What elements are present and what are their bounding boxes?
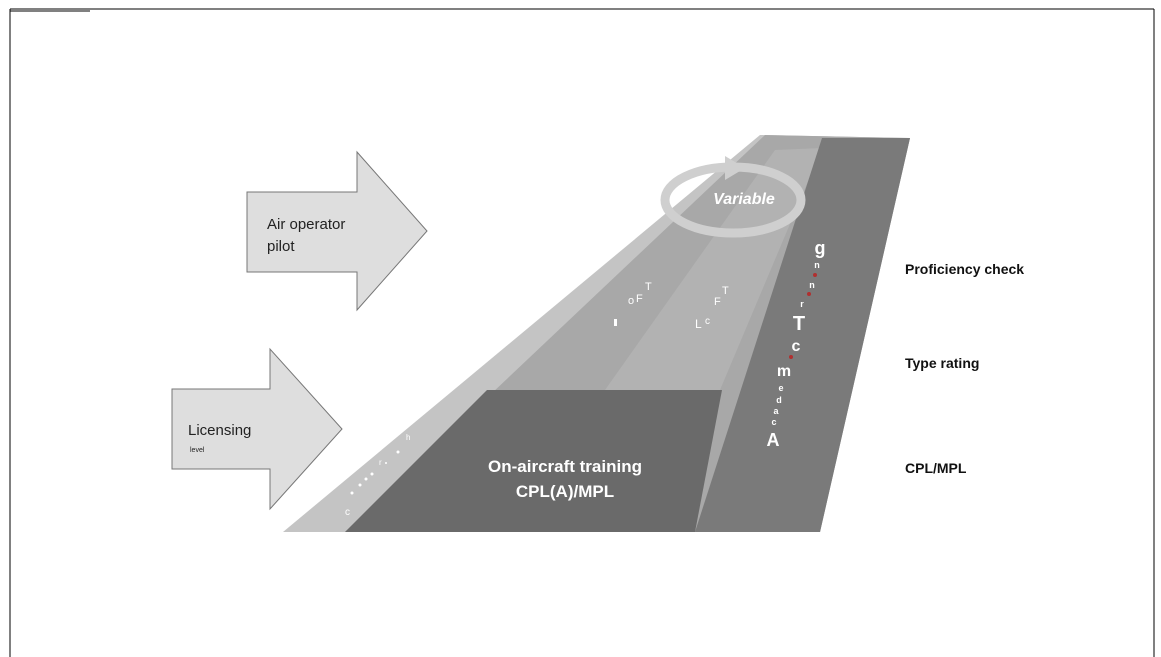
- licensing-sublabel: level: [190, 447, 205, 454]
- band-dot: [813, 273, 817, 277]
- variable-label: Variable: [713, 191, 775, 208]
- tail-upper-stripe: [605, 148, 822, 390]
- band-small-n1: n: [814, 260, 820, 270]
- edge-dot: [350, 491, 354, 495]
- mid-letter-L: L: [695, 317, 702, 331]
- edge-letter-c: c: [345, 507, 350, 518]
- tail-dark-band: [695, 138, 910, 532]
- edge-dot: [396, 450, 400, 454]
- edge-dot: [370, 472, 374, 476]
- mid-letter-c: c: [705, 316, 710, 327]
- band-small-r: r: [800, 299, 804, 309]
- mid-letter-F2: F: [714, 296, 721, 308]
- band-letter-c: c: [792, 338, 801, 355]
- training-label-line2: CPL(A)/MPL: [516, 482, 614, 501]
- air-operator-arrow: [246, 150, 428, 312]
- band-letter-A: A: [767, 430, 780, 450]
- band-dot: [789, 355, 793, 359]
- licensing-arrow: [171, 347, 343, 511]
- band-small-d: d: [776, 395, 782, 405]
- training-label-line1: On-aircraft training: [488, 457, 642, 476]
- band-dot: [807, 292, 811, 296]
- licensing-label: Licensing: [188, 422, 251, 439]
- band-letter-g: g: [815, 238, 826, 258]
- band-letter-T: T: [793, 313, 805, 335]
- edge-letter-r: r: [379, 458, 382, 467]
- edge-dot: [385, 462, 387, 464]
- band-small-e: e: [778, 383, 783, 393]
- air-operator-label-line1: Air operator: [267, 216, 345, 233]
- proficiency-check-label: Proficiency check: [905, 261, 1024, 277]
- cpl-mpl-label: CPL/MPL: [905, 460, 967, 476]
- air-operator-label-line2: pilot: [267, 238, 295, 255]
- edge-dot: [358, 483, 362, 487]
- type-rating-label: Type rating: [905, 355, 979, 371]
- variable-loop-arrowhead: [725, 156, 745, 180]
- band-letter-m: m: [777, 363, 791, 380]
- training-block: [345, 390, 722, 532]
- band-small-c: c: [771, 417, 776, 427]
- mid-mark: [614, 319, 617, 326]
- edge-letter-h: h: [406, 433, 410, 442]
- band-small-a: a: [773, 406, 779, 416]
- mid-letter-o: o: [628, 295, 634, 307]
- edge-dot: [364, 477, 368, 481]
- mid-letter-F: F: [636, 293, 643, 305]
- band-small-n2: n: [809, 280, 815, 290]
- mid-letter-T2: T: [722, 285, 729, 297]
- mid-letter-T: T: [645, 281, 652, 293]
